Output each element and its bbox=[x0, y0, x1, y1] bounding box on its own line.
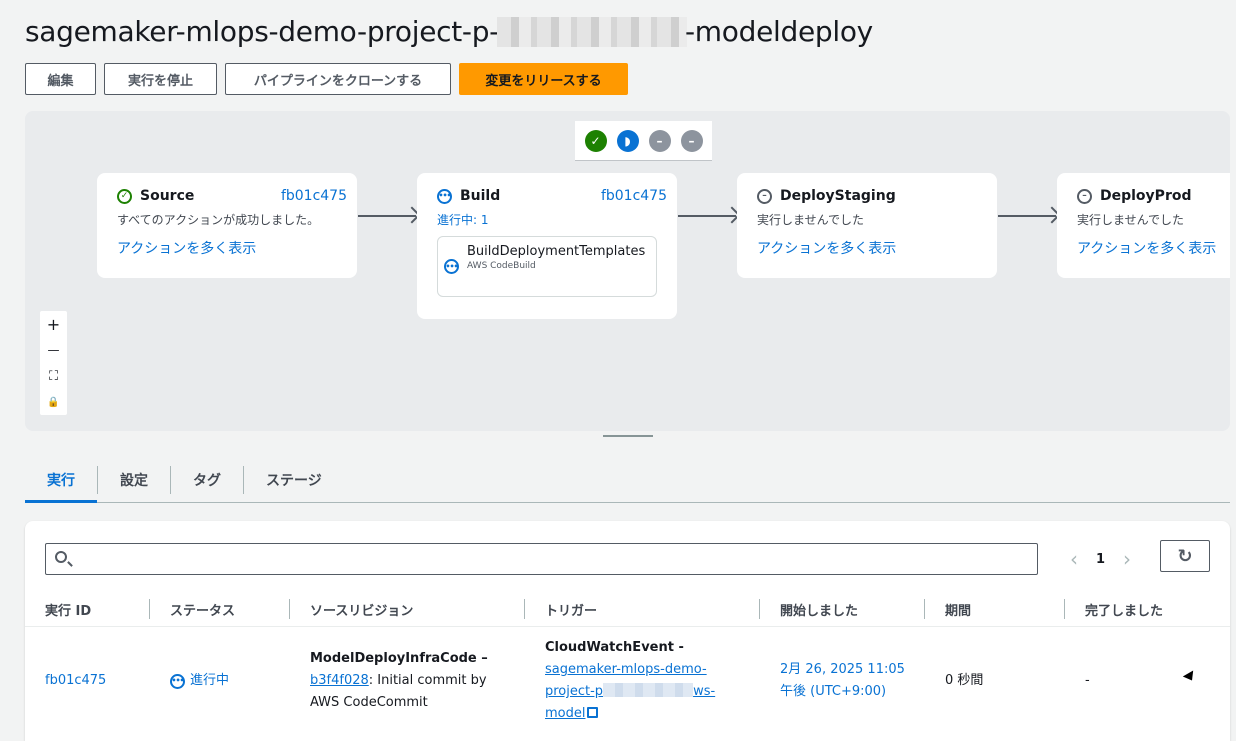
in-progress-icon[interactable]: ◗ bbox=[616, 129, 639, 152]
stage-source: ✓ Source fb01c475 すべてのアクションが成功しました。 アクショ… bbox=[97, 173, 357, 278]
stage-status-text: 進行中: 1 bbox=[437, 213, 489, 227]
tab-tags[interactable]: タグ bbox=[193, 473, 221, 489]
status-badge: ••• 進行中 bbox=[170, 673, 230, 689]
release-change-button[interactable]: 変更をリリースする bbox=[459, 63, 628, 95]
action-card[interactable]: ••• BuildDeploymentTemplates AWS CodeBui… bbox=[437, 236, 657, 297]
redacted-text bbox=[497, 17, 687, 47]
success-icon: ✓ bbox=[117, 188, 132, 204]
tab-bar: 実行 設定 タグ ステージ bbox=[25, 458, 1230, 503]
stage-status-text: 実行しませんでした bbox=[1077, 213, 1185, 227]
stage-status-text: 実行しませんでした bbox=[757, 213, 865, 227]
resize-handle[interactable] bbox=[603, 435, 653, 437]
stage-arrow bbox=[678, 215, 736, 217]
commit-link[interactable]: b3f4f028 bbox=[310, 673, 369, 688]
in-progress-icon: ••• bbox=[444, 259, 459, 274]
stage-status-text: すべてのアクションが成功しました。 bbox=[117, 213, 320, 227]
stage-revision-link[interactable]: fb01c475 bbox=[600, 188, 667, 204]
fit-view-icon[interactable]: ⛶ bbox=[48, 368, 59, 384]
check-icon[interactable]: ✓ bbox=[584, 129, 607, 152]
not-run-icon: – bbox=[1077, 188, 1092, 204]
column-header[interactable]: 期間 bbox=[945, 604, 972, 619]
show-more-actions-link[interactable]: アクションを多く表示 bbox=[757, 241, 897, 257]
executions-panel: ‹ 1 › ↻ 実行 ID ステータス ソースリビジョン トリガー 開始しました… bbox=[25, 521, 1230, 741]
tab-executions[interactable]: 実行 bbox=[25, 458, 97, 503]
show-more-actions-link[interactable]: アクションを多く表示 bbox=[117, 241, 257, 257]
completed-time: - bbox=[1085, 673, 1090, 688]
tab-stages[interactable]: ステージ bbox=[266, 473, 322, 489]
lock-icon[interactable]: 🔒 bbox=[47, 396, 60, 408]
not-run-icon[interactable]: – bbox=[648, 129, 671, 152]
edit-button[interactable]: 編集 bbox=[25, 63, 96, 95]
source-revision: ModelDeployInfraCode – b3f4f028: Initial… bbox=[310, 651, 488, 710]
stage-minimap[interactable]: ✓ ◗ – – bbox=[575, 121, 712, 161]
column-header[interactable]: ソースリビジョン bbox=[310, 604, 414, 619]
redacted-text bbox=[603, 683, 694, 697]
action-name[interactable]: BuildDeploymentTemplates bbox=[467, 244, 646, 259]
action-provider: AWS CodeBuild bbox=[467, 261, 536, 271]
stage-name: Source bbox=[140, 188, 195, 204]
page-title: sagemaker-mlops-demo-project-p--modeldep… bbox=[25, 15, 873, 48]
stage-name: DeployStaging bbox=[780, 188, 896, 204]
external-link-icon[interactable] bbox=[587, 707, 599, 718]
show-more-actions-link[interactable]: アクションを多く表示 bbox=[1077, 241, 1217, 257]
stage-deploy-staging: – DeployStaging 実行しませんでした アクションを多く表示 bbox=[737, 173, 997, 278]
column-header[interactable]: 実行 ID bbox=[45, 604, 92, 619]
refresh-button[interactable]: ↻ bbox=[1160, 540, 1210, 572]
stage-build: ••• Build fb01c475 進行中: 1 ••• BuildDeplo… bbox=[417, 173, 677, 319]
zoom-controls: + — ⛶ 🔒 bbox=[40, 311, 67, 415]
search-input[interactable] bbox=[45, 543, 1038, 575]
stage-arrow bbox=[998, 215, 1056, 217]
column-header[interactable]: 完了しました bbox=[1085, 604, 1164, 619]
search-icon bbox=[55, 551, 67, 563]
column-header[interactable]: トリガー bbox=[545, 604, 598, 619]
start-time: 2月 26, 2025 11:05 午後 (UTC+9:00) bbox=[780, 662, 905, 699]
chevron-right-icon[interactable]: › bbox=[1123, 547, 1132, 571]
not-run-icon: – bbox=[757, 188, 772, 204]
stage-revision-link[interactable]: fb01c475 bbox=[280, 188, 347, 204]
stage-arrow bbox=[358, 215, 416, 217]
chevron-left-icon[interactable]: ‹ bbox=[1070, 547, 1078, 571]
pipeline-canvas[interactable]: ✓ ◗ – – ✓ Source fb01c475 すべてのアクションが成功しま… bbox=[25, 111, 1230, 431]
execution-id-link[interactable]: fb01c475 bbox=[45, 673, 107, 688]
not-run-icon[interactable]: – bbox=[680, 129, 703, 152]
pagination: ‹ 1 › bbox=[1070, 547, 1131, 571]
stage-name: DeployProd bbox=[1100, 188, 1192, 204]
in-progress-icon: ••• bbox=[437, 188, 452, 204]
page-number[interactable]: 1 bbox=[1096, 551, 1106, 567]
column-header[interactable]: ステータス bbox=[170, 604, 236, 619]
column-header[interactable]: 開始しました bbox=[780, 604, 859, 619]
trigger: CloudWatchEvent - sagemaker-mlops-demo- … bbox=[545, 637, 745, 725]
table-header: 実行 ID ステータス ソースリビジョン トリガー 開始しました 期間 完了しま… bbox=[25, 591, 1230, 627]
stage-name: Build bbox=[460, 188, 501, 204]
clone-pipeline-button[interactable]: パイプラインをクローンする bbox=[225, 63, 451, 95]
trigger-link[interactable]: sagemaker-mlops-demo- bbox=[545, 662, 707, 677]
in-progress-icon: ••• bbox=[170, 673, 185, 689]
duration: 0 秒間 bbox=[945, 673, 984, 688]
stop-execution-button[interactable]: 実行を停止 bbox=[104, 63, 217, 95]
tab-settings[interactable]: 設定 bbox=[120, 473, 148, 489]
stage-deploy-prod: – DeployProd 実行しませんでした アクションを多く表示 bbox=[1057, 173, 1230, 278]
zoom-in-icon[interactable]: + bbox=[46, 314, 61, 334]
refresh-icon: ↻ bbox=[1177, 545, 1193, 567]
zoom-out-icon[interactable]: — bbox=[47, 343, 60, 357]
